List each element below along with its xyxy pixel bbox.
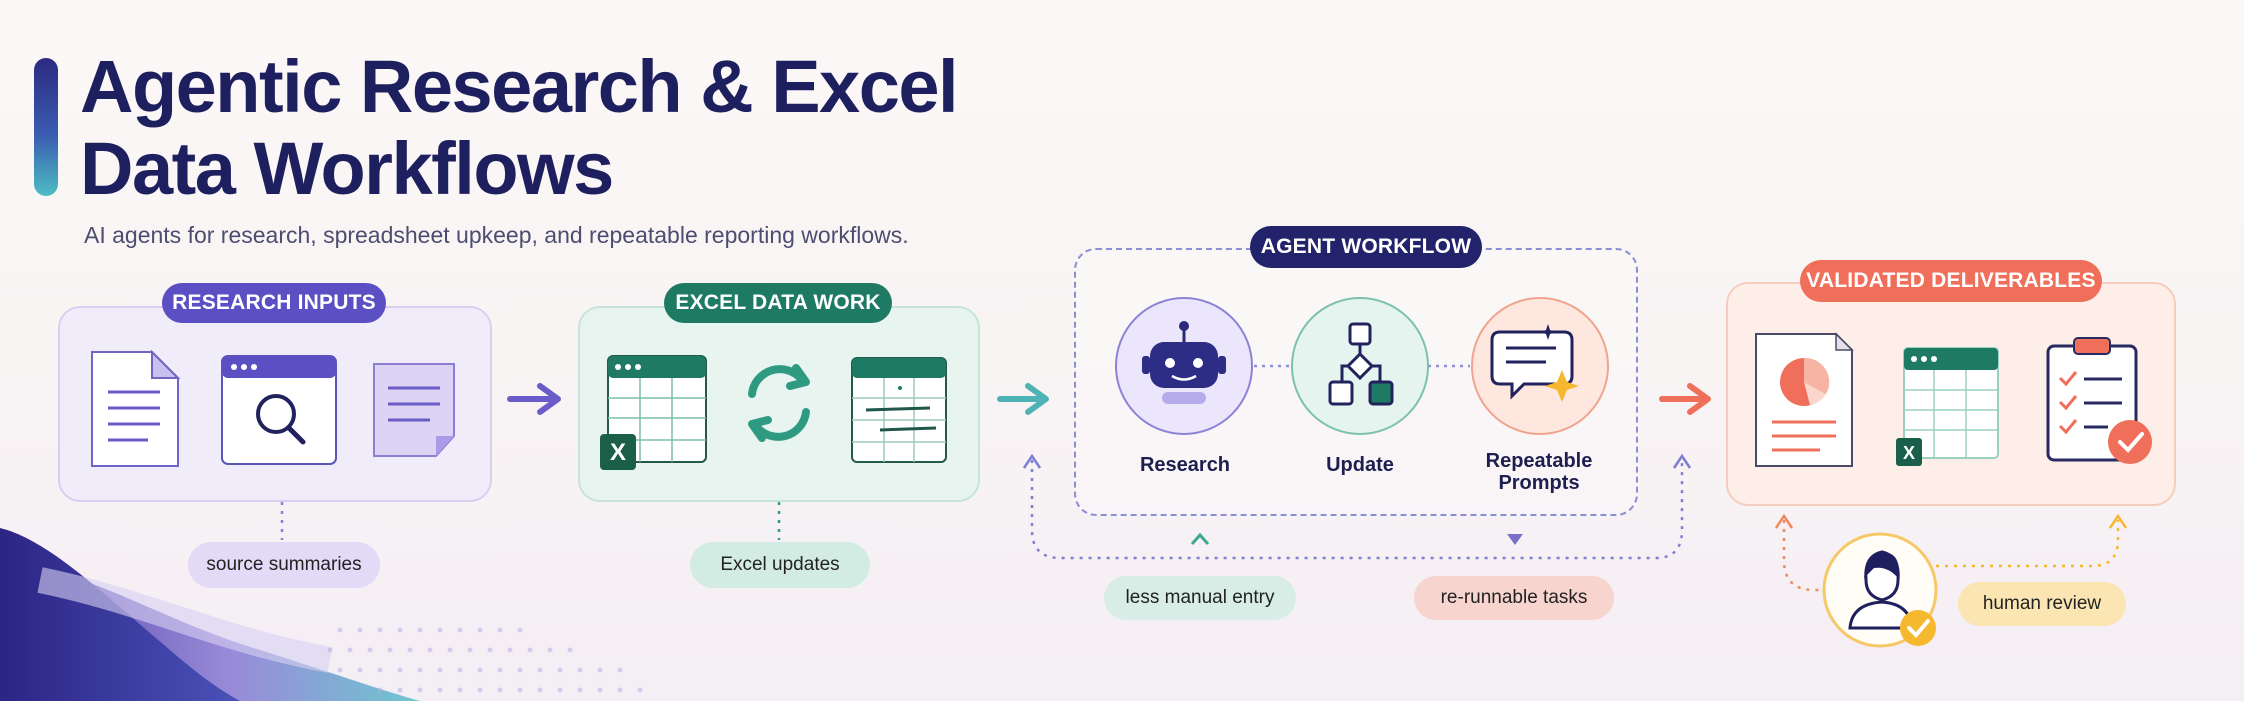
review-loop-left [1782, 520, 1826, 592]
research-inputs-label: RESEARCH INPUTS [162, 283, 386, 323]
flowchart-icon [1291, 297, 1429, 435]
chat-sparkle-icon [1471, 297, 1609, 435]
robot-icon [1115, 297, 1253, 435]
loop-arrowhead-left [1022, 453, 1042, 469]
document-icon [91, 349, 181, 467]
tag-excel-updates: Excel updates [690, 542, 870, 588]
page-subtitle: AI agents for research, spreadsheet upke… [84, 222, 909, 248]
arrow-excel-to-agent [997, 383, 1049, 415]
agent-workflow-label: AGENT WORKFLOW [1250, 226, 1482, 268]
validated-deliverables-label: VALIDATED DELIVERABLES [1800, 260, 2102, 302]
svg-text:X: X [610, 439, 626, 466]
node-label-research: Research [1139, 454, 1231, 476]
node-label-update: Update [1326, 454, 1394, 476]
page-title: Agentic Research & Excel Data Workflows [80, 45, 959, 210]
review-arrowhead-right [2108, 513, 2128, 529]
review-arrowhead-left [1774, 513, 1794, 529]
tag-less-manual-entry: less manual entry [1104, 576, 1296, 620]
report-chart-icon [1755, 332, 1854, 467]
agent-feedback-loop [1030, 460, 1684, 560]
tag-human-review: human review [1958, 582, 2126, 626]
excel-spreadsheet-icon: X [600, 355, 707, 470]
review-loop-right [1936, 520, 2120, 568]
title-accent-bar [34, 58, 58, 196]
refresh-icon [748, 364, 810, 442]
note-icon [373, 363, 455, 457]
arrow-agent-to-deliverables [1659, 383, 1711, 415]
loop-down-triangle [1507, 534, 1523, 545]
excel-sheet-icon: X [1896, 347, 1999, 466]
arrow-research-to-excel [507, 383, 561, 415]
svg-text:X: X [1903, 443, 1915, 463]
human-reviewer-icon [1822, 532, 1938, 648]
tag-source-summaries: source summaries [188, 542, 380, 588]
loop-arrowhead-right [1672, 453, 1692, 469]
node-label-repeatable-prompts: Repeatable Prompts [1485, 450, 1593, 494]
tag-re-runnable-tasks: re-runnable tasks [1414, 576, 1614, 620]
checklist-icon [2046, 337, 2152, 464]
spreadsheet-edit-icon [851, 357, 947, 463]
excel-data-work-label: EXCEL DATA WORK [664, 283, 892, 323]
browser-search-icon [221, 355, 337, 465]
decor-dots [327, 627, 643, 693]
loop-up-chevron [1190, 532, 1210, 545]
decor-wave [37, 567, 333, 673]
